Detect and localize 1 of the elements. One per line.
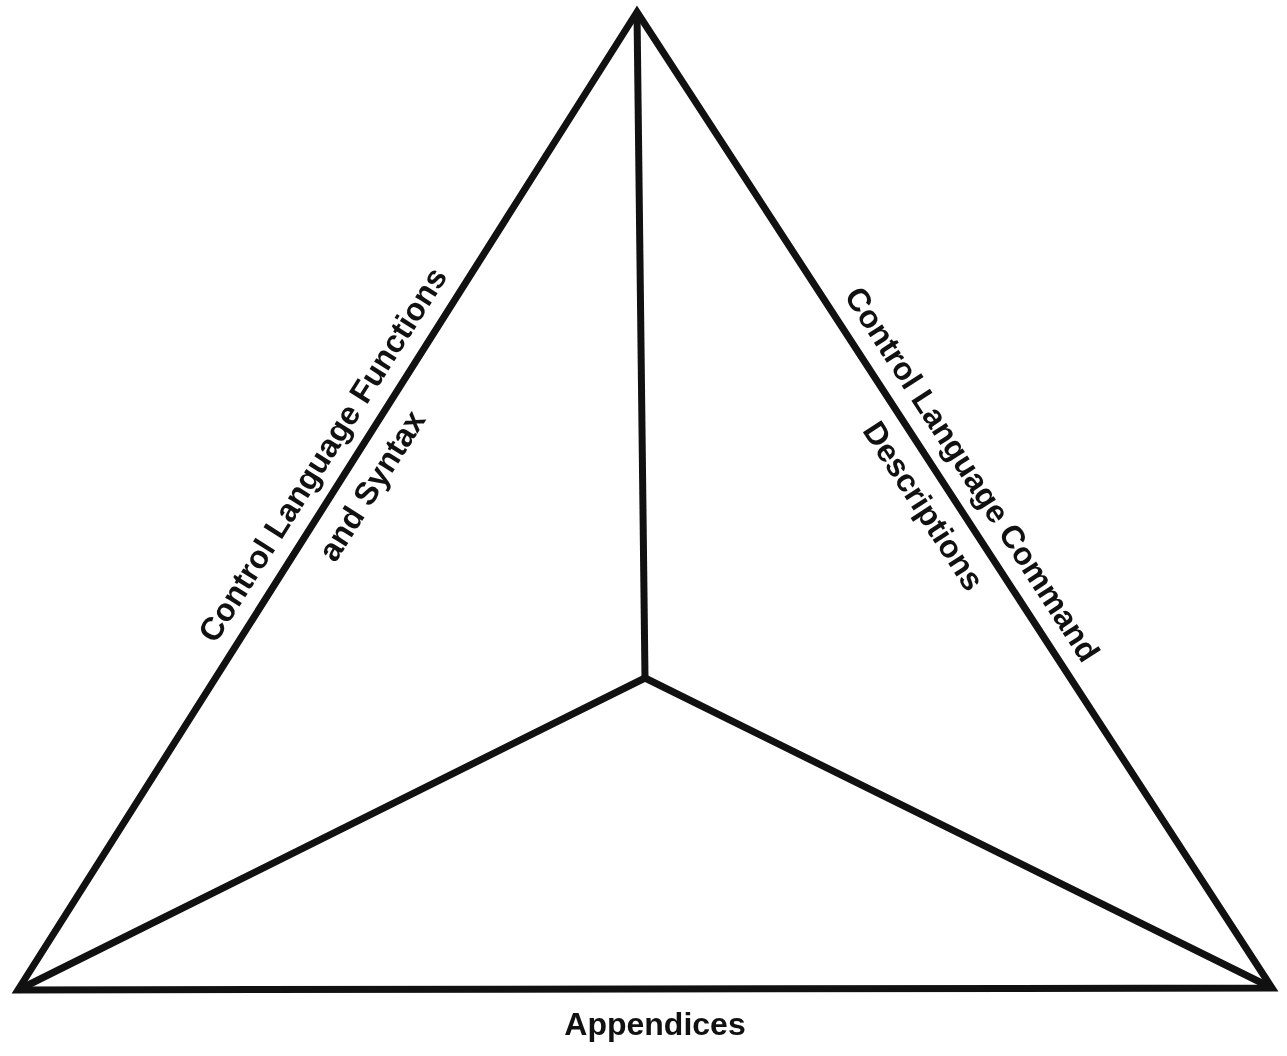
base-label: Appendices	[563, 1005, 747, 1044]
